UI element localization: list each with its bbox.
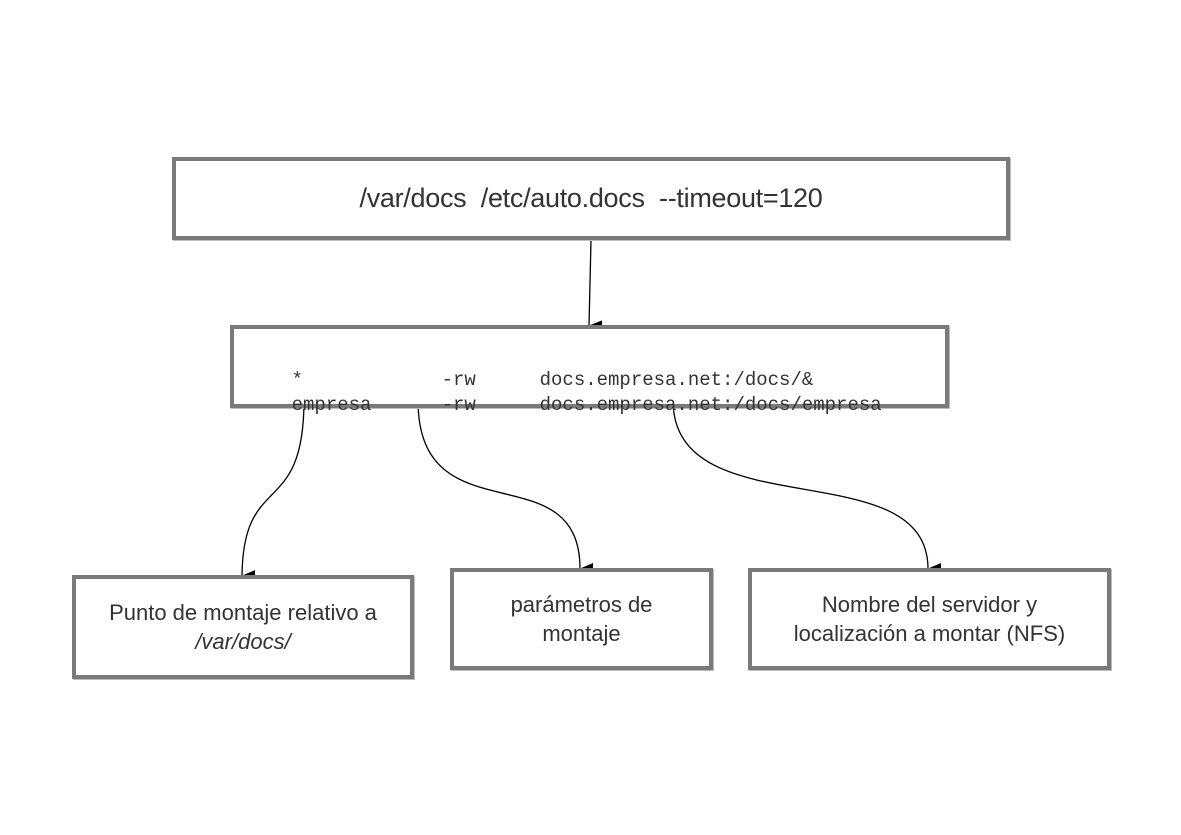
arrow-options-to-params (417, 399, 594, 575)
map-key: * (291, 369, 304, 391)
mount-params-label-box: parámetros de montaje (450, 568, 713, 670)
map-key: empresa (291, 394, 372, 416)
map-location: docs.empresa.net:/docs/& (539, 369, 814, 391)
mount-point-label-line1: Punto de montaje relativo a (109, 600, 377, 625)
mount-params-label-line1: parámetros de (510, 592, 653, 617)
arrow-key-to-mountpoint (241, 399, 305, 583)
mount-point-label-line2: /var/docs/ (195, 629, 291, 654)
map-options: -rw (441, 394, 476, 416)
server-location-label-line1: Nombre del servidor y (821, 592, 1038, 617)
map-location: docs.empresa.net:/docs/empresa (539, 394, 882, 416)
automount-map-box: * -rw docs.empresa.net:/docs/& empresa -rw d… (230, 325, 949, 416)
map-options: -rw (441, 369, 476, 391)
map-row: * -rw docs.empresa.net:/docs/& (246, 343, 945, 391)
server-location-label-box: Nombre del servidor y localización a mon… (748, 568, 1111, 670)
mount-point-label-box: Punto de montaje relativo a /var/docs/ (72, 575, 414, 679)
automount-master-entry-box: /var/docs /etc/auto.docs --timeout=120 (172, 157, 1010, 240)
arrow-location-to-server (672, 399, 942, 575)
automount-master-entry-text: /var/docs /etc/auto.docs --timeout=120 (359, 183, 823, 213)
map-row: empresa -rw docs.empresa.net:/docs/empresa (246, 368, 945, 416)
mount-params-label-line2: montaje (542, 621, 621, 646)
arrow-top-to-map (588, 239, 603, 333)
server-location-label-line2: localización a montar (NFS) (793, 621, 1066, 646)
